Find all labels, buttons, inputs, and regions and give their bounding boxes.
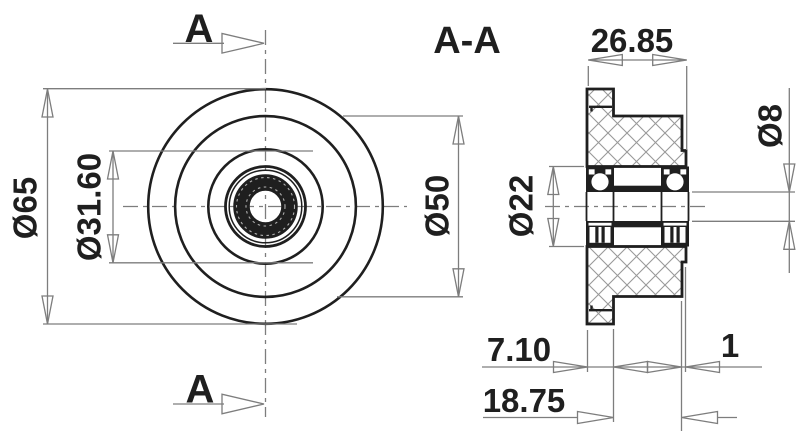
bearings	[585, 165, 690, 248]
hub-width-label: 18.75	[483, 382, 566, 419]
bearing-seal-groove-inner	[245, 186, 286, 227]
flange-width-label: 7.10	[487, 331, 551, 368]
flange-groove-mark-bottom	[589, 305, 612, 312]
dim-boss-dia: Ø31.60	[71, 150, 313, 264]
bearing-top-left	[586, 166, 614, 192]
dim-outer-dia: Ø65	[7, 88, 297, 325]
cut-label-bottom: A	[186, 368, 215, 412]
section-arrow-icon	[221, 393, 265, 415]
outer-dia-label: Ø65	[7, 177, 44, 239]
bearing-top-right	[661, 166, 689, 192]
spacer-band-top	[612, 185, 663, 192]
dim-bore-dia: Ø8	[692, 88, 796, 273]
flange-groove-mark-top	[589, 105, 612, 112]
bearing-bottom-right	[661, 221, 689, 247]
section-cut-marker-top: A	[173, 7, 265, 54]
section-cut-marker-bottom: A	[173, 368, 265, 415]
overall-width-label: 26.85	[591, 22, 674, 59]
bore-dia-label: Ø8	[752, 104, 789, 148]
mid-dia-label: Ø50	[419, 175, 456, 237]
front-view: Ø65 Ø31.60 Ø50 A	[7, 7, 465, 417]
bearing-shield-circle	[228, 169, 303, 244]
boss-dia-label: Ø31.60	[71, 153, 108, 261]
bearing-od-label: Ø22	[503, 175, 540, 237]
dim-bearing-od: Ø22	[503, 165, 584, 248]
bearing-inner-ring	[233, 174, 298, 239]
section-view: A-A	[433, 20, 796, 431]
mid-dia-circle	[173, 114, 358, 299]
dim-mid-dia: Ø50	[337, 115, 465, 298]
section-title: A-A	[433, 20, 501, 62]
bearing-ball	[666, 173, 684, 191]
spacer-band-bottom	[612, 221, 663, 228]
boss-dia-circle	[207, 148, 325, 266]
section-body	[585, 87, 688, 326]
section-arrow-icon	[221, 32, 265, 54]
rim-step-label: 1	[721, 327, 739, 364]
bearing-seal-groove-outer	[235, 176, 296, 237]
cut-label-top: A	[185, 7, 214, 51]
bearing-ball	[591, 173, 609, 191]
dim-overall-width: 26.85	[587, 22, 688, 150]
body-lower-half	[585, 245, 688, 326]
bearing-bottom-left	[586, 221, 614, 247]
dim-flange-width-and-step: 7.10 1	[482, 267, 762, 431]
bearing-od-circle	[224, 165, 307, 248]
dim-hub-width: 18.75	[483, 382, 737, 425]
front-view-centerlines	[123, 30, 407, 417]
body-upper-half	[585, 87, 688, 168]
bore-edge-lines	[585, 192, 690, 221]
